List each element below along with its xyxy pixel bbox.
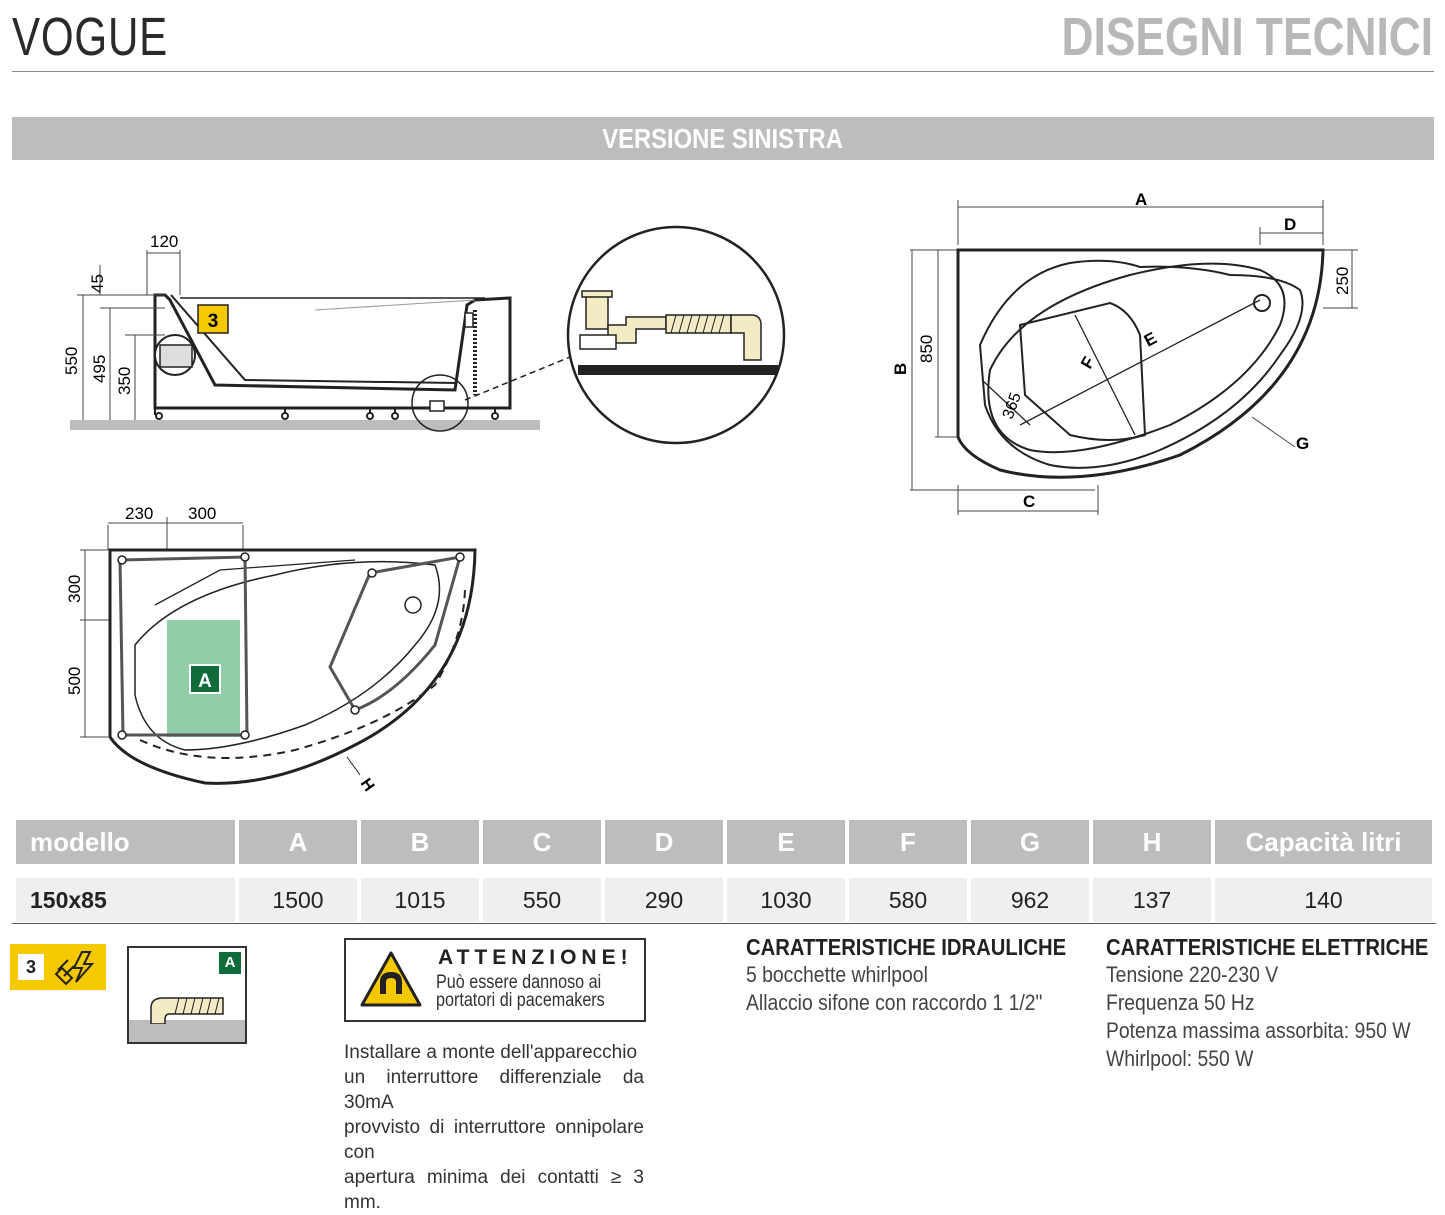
table-header-cell: D bbox=[605, 820, 723, 864]
dim-230: 230 bbox=[125, 504, 153, 523]
hydraulic-line: 5 bocchette whirlpool bbox=[746, 962, 928, 987]
skirt-dashed-line bbox=[139, 584, 466, 759]
electrical-line: Potenza massima assorbita: 950 W bbox=[1106, 1018, 1411, 1043]
dim-850: 850 bbox=[917, 335, 936, 363]
table-cell: 1015 bbox=[361, 878, 479, 922]
section-title: DISEGNI TECNICI bbox=[1061, 7, 1433, 67]
detail-marker-circle bbox=[411, 374, 469, 432]
label-A: A bbox=[1135, 190, 1147, 209]
warning-line-2: portatori di pacemakers bbox=[436, 990, 605, 1011]
detail-leader-line bbox=[464, 354, 576, 401]
dim-250: 250 bbox=[1333, 267, 1352, 295]
top-view-drawing: A D B 850 250 C G E F 365 bbox=[891, 190, 1358, 515]
table-header-cell: H bbox=[1093, 820, 1211, 864]
tub-inner-line bbox=[170, 294, 458, 384]
siphon-detail-drawing bbox=[566, 225, 786, 445]
table-header-cell: E bbox=[727, 820, 845, 864]
hydraulic-title: CARATTERISTICHE IDRAULICHE bbox=[746, 934, 1067, 960]
electrical-line: Frequenza 50 Hz bbox=[1106, 990, 1255, 1015]
drain-hole bbox=[1253, 294, 1271, 312]
box-A-badge: A bbox=[219, 952, 241, 974]
table-cell: 150x85 bbox=[16, 878, 235, 922]
tub-outline-plan bbox=[108, 548, 477, 785]
table-header-row: modello A B C D E F G H Capacità litri bbox=[16, 820, 1432, 864]
electrical-title: CARATTERISTICHE ELETTRICHE bbox=[1106, 934, 1429, 960]
drain-hole-plan bbox=[404, 596, 422, 614]
zone-A-badge bbox=[189, 664, 221, 694]
label-B: B bbox=[891, 363, 910, 375]
table-cell: 140 bbox=[1215, 878, 1432, 922]
dim-495: 495 bbox=[90, 355, 109, 383]
hydraulic-section: CARATTERISTICHE IDRAULICHE 5 bocchette w… bbox=[746, 934, 1086, 1017]
dim-45: 45 bbox=[88, 274, 107, 293]
zone-A-label: A bbox=[198, 671, 212, 692]
dim-350: 350 bbox=[115, 367, 134, 395]
magnet-warning-icon bbox=[360, 951, 422, 1007]
floor bbox=[70, 420, 540, 430]
table-cell: 137 bbox=[1093, 878, 1211, 922]
table-header-cell: C bbox=[483, 820, 601, 864]
table-cell: 550 bbox=[483, 878, 601, 922]
table-cell: 580 bbox=[849, 878, 967, 922]
plan-view-drawing: A 230 300 300 500 H bbox=[65, 504, 477, 795]
electrical-callout-badge: 3 bbox=[10, 944, 106, 990]
detail-floor bbox=[578, 365, 778, 375]
badge-number: 3 bbox=[18, 954, 44, 980]
table-bottom-rule bbox=[12, 923, 1436, 924]
dim-500: 500 bbox=[65, 667, 84, 695]
box-A-floor bbox=[129, 1020, 245, 1042]
table-cell: 290 bbox=[605, 878, 723, 922]
dim-120: 120 bbox=[150, 232, 178, 251]
warning-line-1: Può essere dannoso ai bbox=[436, 972, 602, 993]
dim-300-left: 300 bbox=[65, 575, 84, 603]
label-C: C bbox=[1023, 492, 1035, 511]
electrical-line: Whirlpool: 550 W bbox=[1106, 1046, 1254, 1071]
pacemaker-warning-box: ATTENZIONE! Può essere dannoso ai portat… bbox=[344, 938, 646, 1022]
table-header-cell: modello bbox=[16, 820, 235, 864]
table-header-cell: Capacità litri bbox=[1215, 820, 1432, 864]
table-cell: 1030 bbox=[727, 878, 845, 922]
table-cell: 962 bbox=[971, 878, 1089, 922]
version-banner: VERSIONE SINISTRA bbox=[12, 117, 1434, 160]
dimensions-table: modello A B C D E F G H Capacità litri 1… bbox=[12, 820, 1436, 922]
label-G: G bbox=[1296, 434, 1309, 453]
table-header-cell: B bbox=[361, 820, 479, 864]
support-legs bbox=[154, 408, 499, 420]
table-header-cell: F bbox=[849, 820, 967, 864]
installation-line: provvisto di interruttore onnipolare con bbox=[344, 1117, 644, 1163]
table-row: 150x85 1500 1015 550 290 1030 580 962 13… bbox=[16, 878, 1432, 922]
electrical-line: Tensione 220-230 V bbox=[1106, 962, 1279, 987]
table-cell: 1500 bbox=[239, 878, 357, 922]
electrical-section: CARATTERISTICHE ELETTRICHE Tensione 220-… bbox=[1106, 934, 1436, 1073]
installation-note: Installare a monte dell'apparecchio un i… bbox=[344, 1040, 644, 1215]
hydraulic-line: Allaccio sifone con raccordo 1 1/2" bbox=[746, 990, 1043, 1015]
callout-3-label: 3 bbox=[208, 311, 219, 332]
dim-300-top: 300 bbox=[188, 504, 216, 523]
warning-title: ATTENZIONE! bbox=[438, 946, 633, 969]
box-A-detail: A bbox=[127, 946, 247, 1044]
dim-550: 550 bbox=[62, 347, 81, 375]
version-banner-label: VERSIONE SINISTRA bbox=[602, 123, 844, 154]
callout-3-box bbox=[197, 304, 229, 334]
header-rule bbox=[12, 71, 1434, 72]
electric-plug-icon bbox=[54, 951, 95, 986]
table-header-cell: A bbox=[239, 820, 357, 864]
table-header-cell: G bbox=[971, 820, 1089, 864]
installation-line: Installare a monte dell'apparecchio bbox=[344, 1042, 638, 1063]
flexible-pipe-icon bbox=[150, 997, 224, 1024]
installation-line: apertura minima dei contatti ≥ 3 mm. bbox=[344, 1167, 644, 1213]
model-title: VOGUE bbox=[12, 7, 169, 67]
label-H: H bbox=[357, 776, 378, 795]
label-D: D bbox=[1284, 215, 1296, 234]
installation-line: un interruttore differenziale da 30mA bbox=[344, 1067, 644, 1113]
